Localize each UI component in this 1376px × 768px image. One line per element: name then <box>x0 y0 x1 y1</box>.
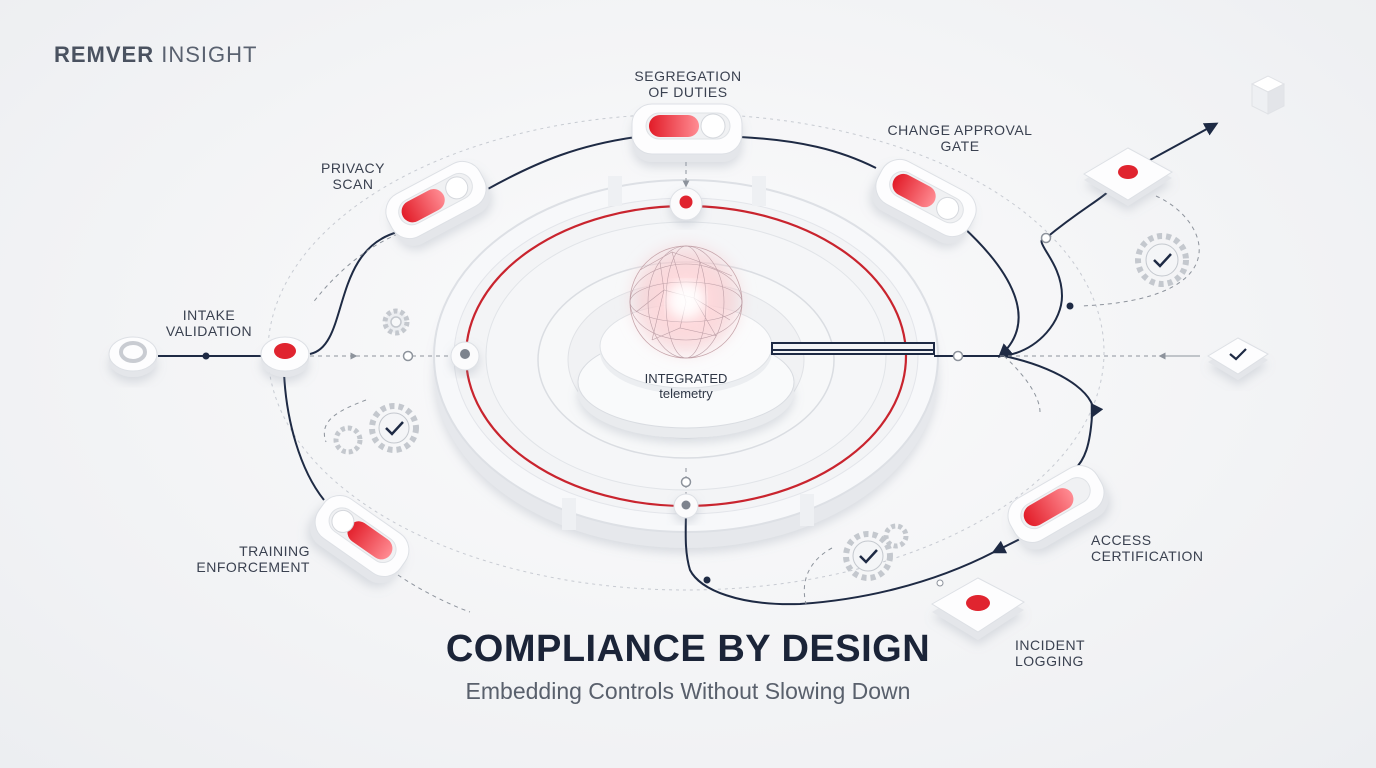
gear-icon <box>382 308 410 336</box>
label-training-line1: TRAINING <box>239 543 310 559</box>
label-incident-line1: INCIDENT <box>1015 637 1086 653</box>
brand-logo: REMVER INSIGHT <box>54 42 257 68</box>
destination-cube <box>1250 75 1286 115</box>
gear-check-icon <box>843 523 909 581</box>
verified-check-button[interactable] <box>1207 337 1269 380</box>
label-privacy-line1: PRIVACY <box>321 160 385 176</box>
page-subtitle: Embedding Controls Without Slowing Down <box>465 678 911 704</box>
brand-bold: REMVER <box>54 42 155 67</box>
label-change-line1: CHANGE APPROVAL <box>887 122 1033 138</box>
telemetry-sphere <box>624 238 748 362</box>
core-shaft <box>771 342 935 355</box>
label-access-line1: ACCESS <box>1091 532 1152 548</box>
change-approval-toggle[interactable] <box>865 152 983 250</box>
page-title: COMPLIANCE BY DESIGN <box>445 628 931 670</box>
training-toggle[interactable] <box>303 488 417 591</box>
ring-port-left <box>450 341 480 371</box>
label-access-line2: CERTIFICATION <box>1091 548 1204 564</box>
label-segregation-line2: OF DUTIES <box>648 84 728 100</box>
brand-light: INSIGHT <box>161 42 258 67</box>
label-incident-logging: INCIDENT LOGGING <box>1015 637 1135 669</box>
privacy-scan-toggle[interactable] <box>379 154 497 252</box>
gear-check-icon <box>333 403 419 455</box>
label-training-enforcement: TRAINING ENFORCEMENT <box>160 543 310 575</box>
label-privacy-line2: SCAN <box>332 176 374 192</box>
incident-logging-button[interactable] <box>931 577 1025 640</box>
label-intake-line1: INTAKE <box>182 307 236 323</box>
outer-dashed-orbit <box>267 113 1105 591</box>
gear-check-icon <box>1135 233 1189 287</box>
label-privacy-scan: PRIVACY SCAN <box>294 160 412 192</box>
ring-port-bottom <box>673 493 699 519</box>
outcome-button-top[interactable] <box>1083 147 1173 206</box>
label-segregation: SEGREGATION OF DUTIES <box>606 68 770 100</box>
label-training-line2: ENFORCEMENT <box>196 559 310 575</box>
label-intake-line2: VALIDATION <box>165 323 253 339</box>
label-change-approval: CHANGE APPROVAL GATE <box>870 122 1050 154</box>
label-access-certification: ACCESS CERTIFICATION <box>1091 532 1241 564</box>
ring-port-top <box>669 187 703 221</box>
segregation-toggle[interactable] <box>631 103 743 162</box>
label-intake-validation: INTAKE VALIDATION <box>146 307 272 339</box>
junction-dots <box>202 232 1074 587</box>
core-label-line1: INTEGRATED <box>644 371 728 386</box>
core-label: INTEGRATED telemetry <box>596 371 776 401</box>
label-change-line2: GATE <box>940 138 980 154</box>
label-segregation-line1: SEGREGATION <box>634 68 742 84</box>
check-icon <box>1229 348 1247 361</box>
start-node <box>108 336 158 377</box>
label-incident-line2: LOGGING <box>1015 653 1084 669</box>
intake-validation-button[interactable] <box>260 336 310 377</box>
access-certification-toggle[interactable] <box>1001 458 1116 556</box>
core-label-line2: telemetry <box>659 386 713 401</box>
